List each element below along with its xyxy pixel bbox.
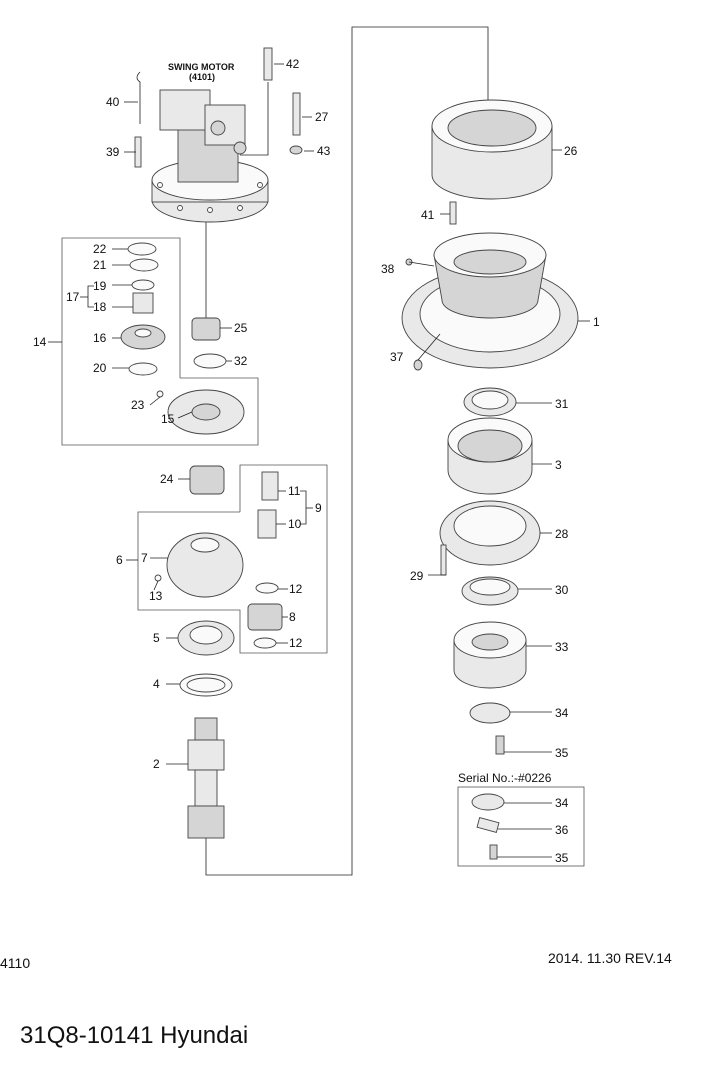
part-18-bushing [132,292,154,314]
swing-motor-title: SWING MOTOR [168,62,235,72]
part-32-washer [193,353,227,369]
callout-43: 43 [317,144,331,158]
callout-29: 29 [410,569,424,583]
callout-28: 28 [555,527,569,541]
part-2-shaft [187,717,225,839]
callout-11: 11 [288,484,301,498]
callout-6: 6 [116,553,123,567]
part-29-bolt [440,544,447,576]
callout-35a: 35 [555,746,569,760]
callout-27: 27 [315,110,329,124]
part-11-pin [261,471,279,501]
callout-19: 19 [93,279,107,293]
callout-3: 3 [555,458,562,472]
part-23-pin [156,390,164,398]
part-8-planet-gear [247,603,283,631]
callout-1: 1 [593,315,600,329]
callout-13: 13 [149,589,163,603]
part-13-pin [154,574,162,582]
assembly-connector-line [205,26,489,876]
callout-24: 24 [160,472,174,486]
part-19-ring [131,279,155,291]
callout-2: 2 [153,757,160,771]
callout-26: 26 [564,144,578,158]
callout-33: 33 [555,640,569,654]
callout-31: 31 [555,397,569,411]
group-6-box [137,464,328,654]
part-35-bolt [495,735,505,755]
callout-16: 16 [93,331,107,345]
serial-note: Serial No.:-#0226 [458,771,552,785]
callout-34a: 34 [555,706,569,720]
callout-34b: 34 [555,796,569,810]
part-33-pinion-gear [453,621,527,689]
callout-22: 22 [93,242,107,256]
part-12-washer-bottom [253,637,277,649]
callout-20: 20 [93,361,107,375]
callout-5: 5 [153,631,160,645]
callout-40: 40 [106,95,120,109]
part-35-bolt-variant [489,844,498,860]
callout-41: 41 [421,208,435,222]
part-34-plate [469,702,511,724]
part-42-pin [263,47,273,81]
part-43-washer [289,145,303,155]
part-number-title: 31Q8-10141 Hyundai [20,1022,249,1049]
callout-10: 10 [288,517,302,531]
part-10-pin [257,509,277,539]
part-41-pin [449,201,457,225]
part-26-ring-gear [431,99,553,200]
callout-7: 7 [141,551,148,565]
callout-36: 36 [555,823,569,837]
callout-39: 39 [106,145,120,159]
part-25-pinion [191,317,221,341]
page-code: 4110 [0,955,31,971]
callout-30: 30 [555,583,569,597]
callout-38: 38 [381,262,395,276]
callout-42: 42 [286,57,300,71]
swing-motor-ref: (4101) [189,72,215,82]
group-14-box [61,237,259,446]
callout-9: 9 [315,501,322,515]
callout-32: 32 [234,354,248,368]
callout-14: 14 [33,335,47,349]
part-40-dipstick [136,71,141,124]
callout-25: 25 [234,321,248,335]
callout-17: 17 [66,290,80,304]
part-24-sun-gear [189,465,225,495]
callout-35b: 35 [555,851,569,865]
swing-motor [151,89,269,223]
part-34-plate-variant [471,793,505,811]
part-12-washer-top [255,582,279,594]
part-3-bearing [447,417,533,495]
callout-4: 4 [153,677,160,691]
part-21-washer [129,258,159,272]
callout-21: 21 [93,258,107,272]
callout-37: 37 [390,350,404,364]
part-37-plug [413,359,423,371]
part-36-lock-plate [476,817,500,833]
part-7-carrier [166,532,244,598]
callout-8: 8 [289,610,296,624]
callout-23: 23 [131,398,145,412]
callout-18: 18 [93,300,107,314]
part-1-housing [401,232,579,369]
part-22-ring [127,242,157,256]
part-27-bolt [292,92,301,136]
callout-15: 15 [161,412,175,426]
callout-12b: 12 [289,636,303,650]
callout-12a: 12 [289,582,303,596]
serial-variant-box [457,786,585,867]
part-20-washer [128,362,158,376]
revision-date: 2014. 11.30 REV.14 [548,950,672,966]
